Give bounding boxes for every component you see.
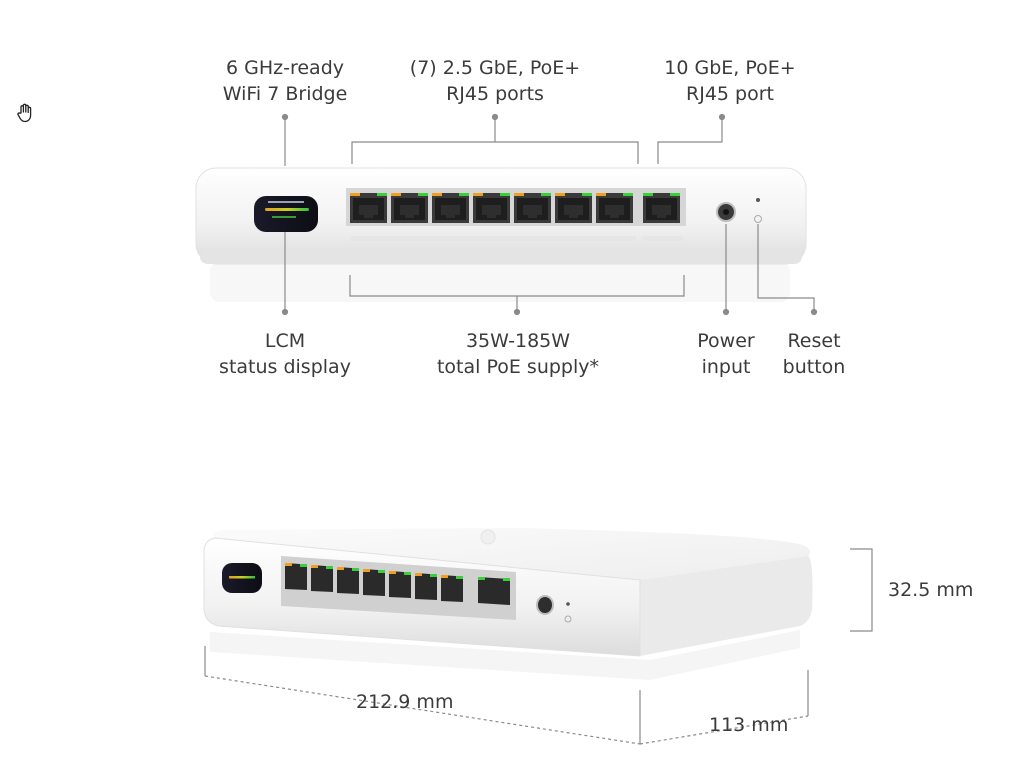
callout-reset-button: Reset button <box>782 330 846 378</box>
lcm-display <box>254 196 318 232</box>
dimension-height: 32.5 mm <box>888 579 974 601</box>
hand-cursor-icon <box>17 103 32 123</box>
callout-rj45-10gbe: 10 GbE, PoE+ RJ45 port <box>664 57 796 105</box>
callout-wifi-bridge: 6 GHz-ready WiFi 7 Bridge <box>222 57 348 105</box>
leader-lines-top <box>281 113 818 316</box>
front-view-device <box>195 167 807 302</box>
callout-power-input: Power input <box>697 330 755 378</box>
callout-lcm: LCM status display <box>219 330 351 378</box>
dimension-width: 212.9 mm <box>356 691 454 713</box>
perspective-view-device <box>203 528 813 680</box>
dimension-depth: 113 mm <box>709 714 789 736</box>
callout-rj45-25gbe: (7) 2.5 GbE, PoE+ RJ45 ports <box>409 57 581 105</box>
callout-poe-supply: 35W-185W total PoE supply* <box>436 330 600 378</box>
rj45-port-row-front <box>350 193 680 223</box>
rj45-port-row-perspective <box>285 563 510 605</box>
reset-button-hole <box>756 198 760 202</box>
dimension-lines <box>204 548 873 745</box>
